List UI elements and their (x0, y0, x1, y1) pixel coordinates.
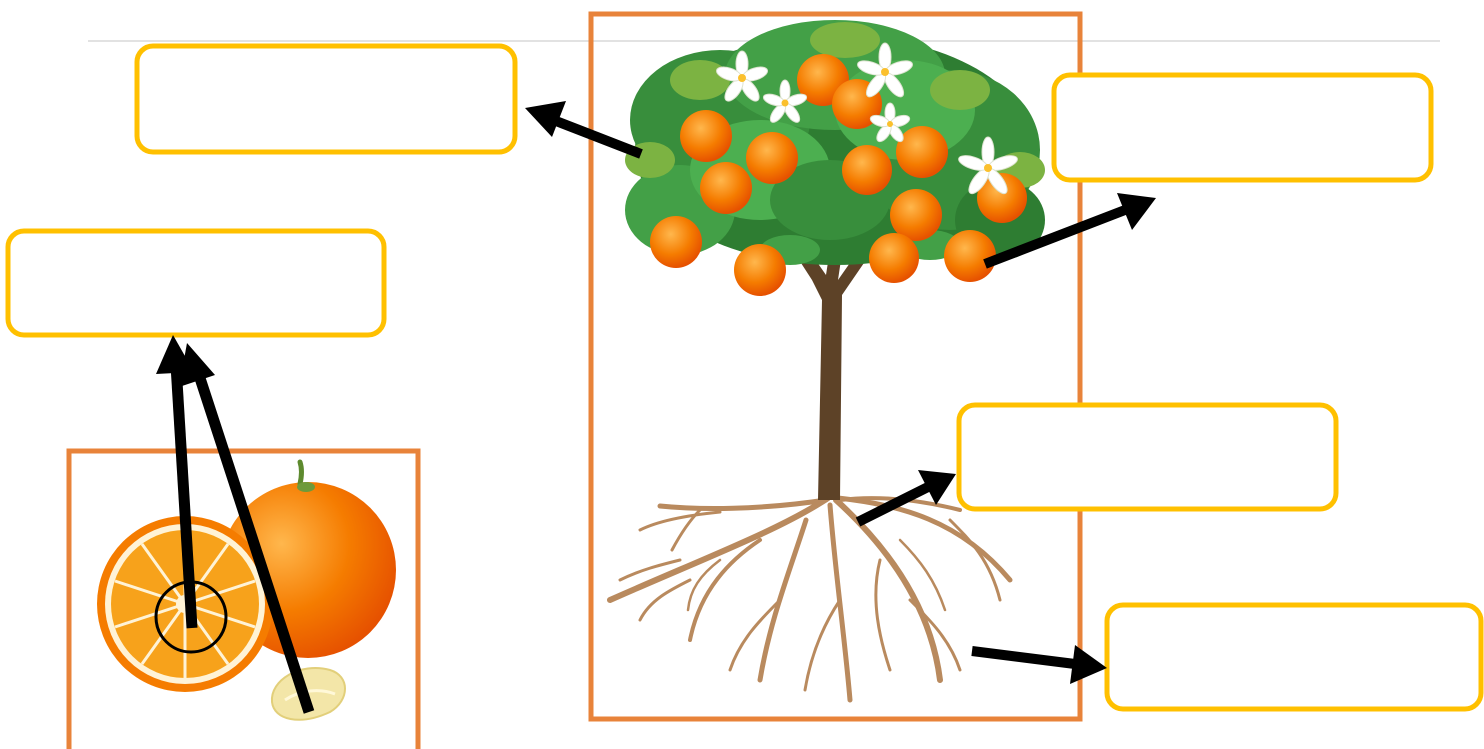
fruit-frame (66, 448, 421, 749)
fruit-arrow (983, 193, 1156, 269)
trunk-arrow (855, 470, 956, 527)
fruit-label-box[interactable] (1051, 72, 1434, 183)
trunk-label-box[interactable] (956, 402, 1339, 512)
orange-slice-illustration (97, 516, 273, 692)
seed-label-box[interactable] (5, 228, 387, 338)
fruit-illustration (650, 54, 1027, 296)
flower-illustration (715, 42, 1018, 195)
tree-frame (588, 11, 1083, 722)
leaves-label-box[interactable] (134, 43, 518, 155)
leaves-arrow (525, 101, 643, 159)
trunk-illustration (770, 210, 890, 500)
roots-arrow (971, 645, 1107, 684)
roots-illustration (607, 495, 1013, 703)
seed-arrow-seed (179, 343, 315, 714)
roots-label-box[interactable] (1104, 602, 1484, 712)
